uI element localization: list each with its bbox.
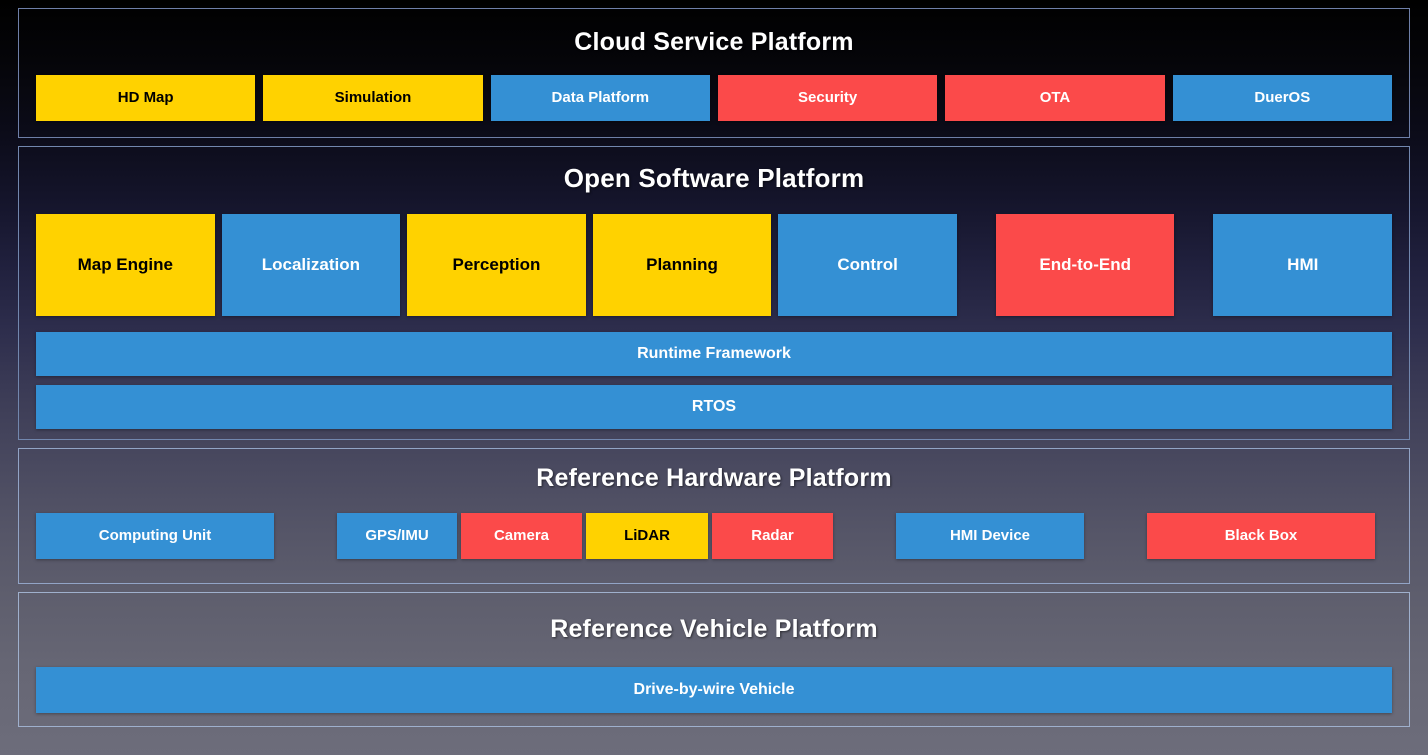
hardware-block-gps-imu[interactable]: GPS/IMU [337, 513, 457, 559]
software-modules-row: Map Engine Localization Perception Plann… [36, 214, 1393, 316]
module-spacer [1181, 214, 1206, 316]
cloud-block-simulation[interactable]: Simulation [263, 75, 483, 121]
module-spacer [964, 214, 989, 316]
software-block-hmi[interactable]: HMI [1213, 214, 1393, 316]
vehicle-bar-drive-by-wire[interactable]: Drive-by-wire Vehicle [36, 667, 1392, 713]
panel-cloud-service-platform: Cloud Service Platform HD Map Simulation… [18, 8, 1410, 138]
hardware-block-computing-unit[interactable]: Computing Unit [36, 513, 274, 559]
cloud-block-dueros[interactable]: DuerOS [1172, 75, 1392, 121]
cloud-block-hd-map[interactable]: HD Map [36, 75, 256, 121]
panel-reference-vehicle-platform: Reference Vehicle Platform Drive-by-wire… [18, 592, 1410, 727]
vehicle-platform-title: Reference Vehicle Platform [550, 615, 878, 643]
cloud-platform-title: Cloud Service Platform [574, 28, 854, 56]
software-block-end-to-end[interactable]: End-to-End [995, 214, 1175, 316]
software-bar-rtos[interactable]: RTOS [36, 385, 1392, 429]
hardware-block-black-box[interactable]: Black Box [1147, 513, 1375, 559]
software-block-control[interactable]: Control [778, 214, 957, 316]
hardware-platform-title: Reference Hardware Platform [536, 464, 892, 492]
hardware-sensor-group: GPS/IMU Camera LiDAR Radar [337, 513, 833, 559]
hardware-block-camera[interactable]: Camera [461, 513, 582, 559]
software-bar-runtime-framework[interactable]: Runtime Framework [36, 332, 1392, 376]
hardware-components-row: Computing Unit GPS/IMU Camera LiDAR Rada… [36, 513, 1392, 559]
cloud-block-ota[interactable]: OTA [945, 75, 1165, 121]
software-block-map-engine[interactable]: Map Engine [36, 214, 215, 316]
hardware-block-lidar[interactable]: LiDAR [586, 513, 708, 559]
software-block-planning[interactable]: Planning [592, 214, 772, 316]
software-block-localization[interactable]: Localization [221, 214, 401, 316]
cloud-block-data-platform[interactable]: Data Platform [490, 75, 710, 121]
software-block-perception[interactable]: Perception [407, 214, 586, 316]
hardware-block-hmi-device[interactable]: HMI Device [896, 513, 1084, 559]
hardware-block-radar[interactable]: Radar [712, 513, 833, 559]
software-platform-title: Open Software Platform [563, 163, 865, 193]
panel-reference-hardware-platform: Reference Hardware Platform Computing Un… [18, 448, 1410, 584]
cloud-block-security[interactable]: Security [717, 75, 938, 121]
cloud-service-row: HD Map Simulation Data Platform Security… [36, 75, 1392, 121]
panel-open-software-platform: Open Software Platform Map Engine Locali… [18, 146, 1410, 440]
